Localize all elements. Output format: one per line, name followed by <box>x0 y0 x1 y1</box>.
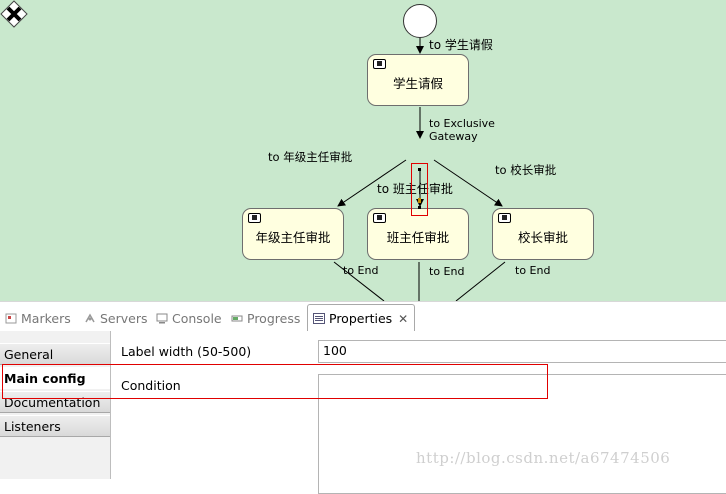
properties-section-nav: General Main config Documentation Listen… <box>0 331 111 479</box>
servers-icon <box>85 313 95 323</box>
tab-label: Markers <box>21 311 71 326</box>
edge-label-to-grade[interactable]: to 年级主任审批 <box>268 150 353 164</box>
task-label: 学生请假 <box>392 76 443 91</box>
user-task-icon <box>373 213 386 223</box>
edge-label-to-exclusive-1[interactable]: to Exclusive <box>429 117 495 130</box>
edge-label-to-end[interactable]: to End <box>429 265 465 278</box>
start-event[interactable] <box>403 4 437 38</box>
edge-gateway-to-grade[interactable] <box>337 159 407 207</box>
exclusive-gateway[interactable] <box>0 0 28 28</box>
nav-item-main-config[interactable]: Main config <box>0 367 110 389</box>
annotation-highlight <box>2 364 548 399</box>
task-class-director[interactable]: 班主任审批 <box>367 208 469 260</box>
edge-label-to-end[interactable]: to End <box>343 264 379 277</box>
edge-grade-to-end[interactable] <box>333 261 385 301</box>
selection-handle[interactable] <box>418 168 421 171</box>
nav-item-general[interactable]: General <box>0 343 110 365</box>
tab-label: Properties <box>329 311 393 326</box>
nav-item-listeners[interactable]: Listeners <box>0 415 110 437</box>
close-icon[interactable]: ✕ <box>398 312 409 326</box>
task-principal[interactable]: 校长审批 <box>492 208 594 260</box>
tab-label: Progress <box>247 311 301 326</box>
watermark: http://blog.csdn.net/a67474506 <box>416 449 671 467</box>
label-width-label: Label width (50-500) <box>121 344 252 359</box>
x-icon <box>6 6 22 22</box>
task-label: 班主任审批 <box>386 230 450 245</box>
properties-content: Label width (50-500) 100 Condition <box>111 331 726 494</box>
tab-label: Console <box>172 311 222 326</box>
tab-label: Servers <box>100 311 148 326</box>
edge-label-to-student[interactable]: to 学生请假 <box>429 38 493 52</box>
edge-label-to-exclusive-2[interactable]: Gateway <box>429 130 478 143</box>
task-student-leave[interactable]: 学生请假 <box>367 54 469 106</box>
edge-label-to-class[interactable]: to 班主任审批 <box>377 182 453 196</box>
tab-markers[interactable]: Markers <box>5 308 71 330</box>
task-label: 校长审批 <box>517 230 568 245</box>
edge-label-to-end[interactable]: to End <box>515 264 551 277</box>
tab-properties[interactable]: Properties ✕ <box>307 304 416 332</box>
tab-servers[interactable]: Servers <box>84 308 148 330</box>
task-label: 年级主任审批 <box>255 230 331 245</box>
markers-icon <box>5 313 17 324</box>
condition-label: Condition <box>121 378 181 393</box>
user-task-icon <box>498 213 511 223</box>
tab-console[interactable]: Console <box>156 308 222 330</box>
condition-textarea[interactable] <box>318 374 726 494</box>
selection-handle[interactable] <box>418 206 421 209</box>
task-grade-director[interactable]: 年级主任审批 <box>242 208 344 260</box>
view-tab-bar: Markers Servers Console Progress Propert… <box>0 301 726 332</box>
progress-icon <box>231 315 243 322</box>
selection-handle[interactable] <box>418 198 421 203</box>
edge-principal-to-end[interactable] <box>455 261 506 301</box>
properties-icon <box>313 313 325 324</box>
user-task-icon <box>373 59 386 69</box>
selection-highlight <box>411 163 428 216</box>
user-task-icon <box>248 213 261 223</box>
diagram-edges <box>333 38 506 301</box>
tab-progress[interactable]: Progress <box>231 308 300 330</box>
console-icon <box>156 313 168 324</box>
edge-gateway-to-principal[interactable] <box>433 159 503 207</box>
process-diagram-canvas[interactable]: 学生请假 年级主任审批 班主任审批 校长审批 to 学生请假 to Exclus… <box>0 0 726 301</box>
label-width-input[interactable]: 100 <box>318 340 726 363</box>
edge-label-to-principal[interactable]: to 校长审批 <box>495 163 557 177</box>
